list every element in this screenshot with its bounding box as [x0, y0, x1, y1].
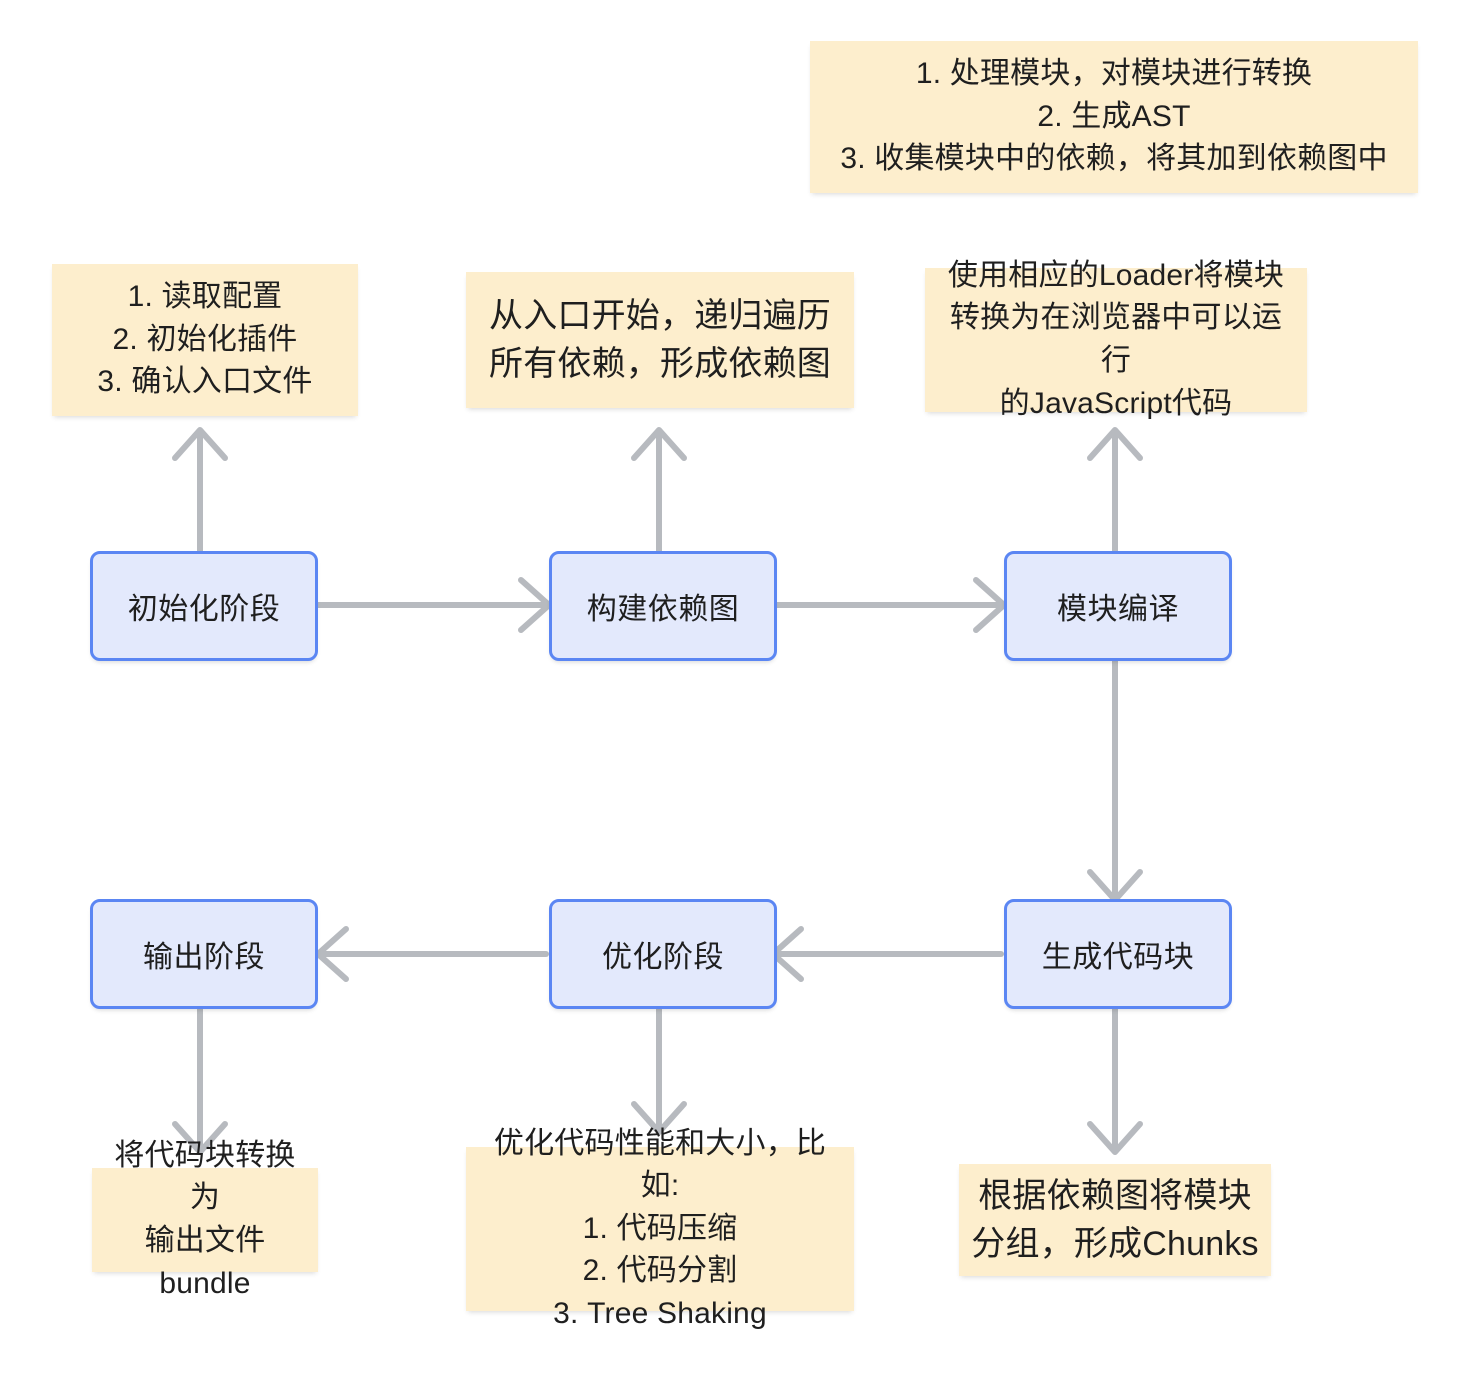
- process-label-graph: 构建依赖图: [586, 593, 740, 626]
- edge-output-to-note: [172, 1005, 228, 1155]
- process-box-optimize[interactable]: 优化阶段: [549, 899, 777, 1009]
- edge-compile-to-chunks: [1087, 657, 1143, 903]
- process-label-compile: 模块编译: [1057, 593, 1179, 626]
- edge-init-to-note: [172, 427, 228, 555]
- note-graph: 从入口开始，递归遍历 所有依赖，形成依赖图: [466, 272, 854, 408]
- process-label-init: 初始化阶段: [127, 593, 281, 626]
- edge-optimize-to-note: [631, 1005, 687, 1135]
- edge-graph-to-compile: [771, 577, 1007, 633]
- process-label-chunks: 生成代码块: [1041, 941, 1195, 974]
- process-label-output: 输出阶段: [143, 941, 265, 974]
- note-chunks: 根据依赖图将模块 分组，形成Chunks: [959, 1164, 1271, 1276]
- process-label-optimize: 优化阶段: [602, 941, 724, 974]
- note-loader: 使用相应的Loader将模块 转换为在浏览器中可以运行 的JavaScript代…: [925, 259, 1307, 420]
- process-box-output[interactable]: 输出阶段: [90, 899, 318, 1009]
- edge-graph-to-note: [631, 427, 687, 555]
- process-box-chunks[interactable]: 生成代码块: [1004, 899, 1232, 1009]
- process-box-compile[interactable]: 模块编译: [1004, 551, 1232, 661]
- edge-compile-to-note: [1087, 427, 1143, 555]
- note-optimize: 优化代码性能和大小，比如: 1. 代码压缩 2. 代码分割 3. Tree Sh…: [466, 1127, 854, 1330]
- note-output: 将代码块转换为 输出文件bundle: [92, 1139, 318, 1300]
- note-compile-detail: 1. 处理模块，对模块进行转换 2. 生成AST 3. 收集模块中的依赖，将其加…: [810, 41, 1418, 193]
- edge-optimize-to-output: [315, 926, 549, 982]
- note-init: 1. 读取配置 2. 初始化插件 3. 确认入口文件: [52, 264, 358, 416]
- process-box-init[interactable]: 初始化阶段: [90, 551, 318, 661]
- edge-chunks-to-note: [1087, 1005, 1143, 1155]
- edge-chunks-to-optimize: [770, 926, 1004, 982]
- process-box-graph[interactable]: 构建依赖图: [549, 551, 777, 661]
- edge-init-to-graph: [315, 577, 552, 633]
